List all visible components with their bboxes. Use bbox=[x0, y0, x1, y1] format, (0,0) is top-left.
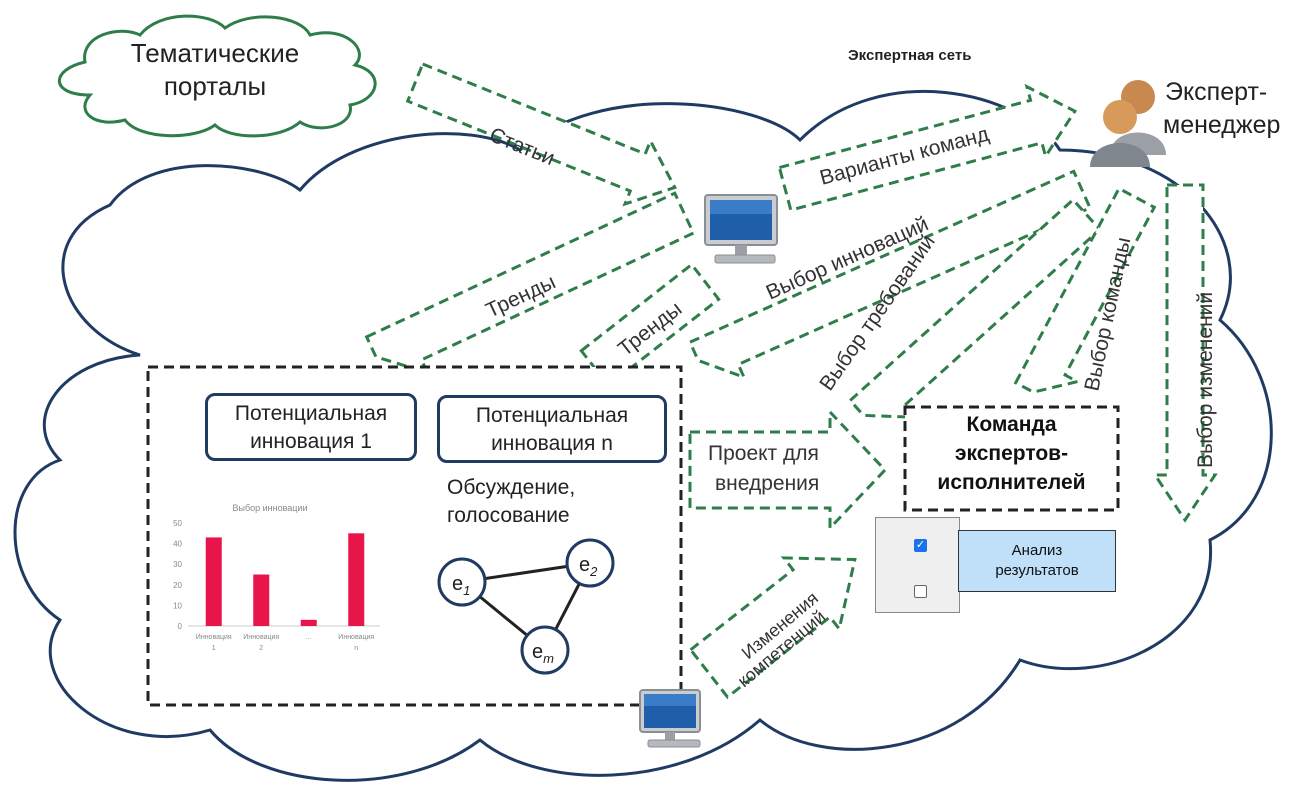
node-e2 bbox=[565, 538, 615, 588]
chart-bar-3 bbox=[348, 533, 365, 626]
arrow-changes-choice-label: Выбор изменений bbox=[1194, 292, 1217, 468]
team-label: Команда экспертов- исполнителей bbox=[905, 410, 1118, 497]
expert-manager-icon bbox=[1090, 80, 1166, 167]
team-line3: исполнителей bbox=[937, 471, 1086, 494]
expert-manager-label-line1: Эксперт- bbox=[1165, 78, 1267, 106]
innovation-n-line2: инновация n bbox=[491, 432, 613, 455]
team-line1: Команда bbox=[966, 413, 1057, 436]
discussion-line2: голосование bbox=[447, 504, 570, 527]
chart-ytick-1: 10 bbox=[173, 601, 182, 610]
computer-icon-top bbox=[704, 194, 778, 264]
discussion-text: Обсуждение, голосование bbox=[447, 474, 647, 530]
arrow-competence bbox=[688, 556, 857, 700]
arrow-trends-1 bbox=[364, 191, 696, 375]
arrow-changes-choice bbox=[1152, 183, 1218, 523]
arrow-project-label-line2: внедрения bbox=[715, 472, 819, 495]
portals-cloud bbox=[57, 14, 377, 138]
chart-title: Выбор инновации bbox=[232, 503, 307, 513]
chart-bar-0 bbox=[205, 537, 222, 626]
chart-ytick-2: 20 bbox=[173, 581, 182, 590]
node-e1 bbox=[437, 557, 487, 607]
computer-icon-bottom bbox=[639, 689, 701, 748]
portals-label-line2: порталы bbox=[164, 71, 266, 101]
arrow-articles bbox=[405, 62, 677, 207]
innovation-1-box: Потенциальная инновация 1 bbox=[205, 393, 417, 461]
node-e1-label: e1 bbox=[452, 573, 470, 598]
analysis-line1: Анализ bbox=[1011, 542, 1063, 559]
arrow-team-variants bbox=[777, 83, 1078, 212]
checkbox-unchecked[interactable] bbox=[914, 585, 927, 598]
innovation-n-box: Потенциальная инновация n bbox=[437, 395, 667, 463]
chart-bar-1 bbox=[253, 574, 270, 626]
chart-ytick-5: 50 bbox=[173, 519, 182, 528]
chart-ytick-3: 30 bbox=[173, 560, 182, 569]
chart-xtick-2: ... bbox=[306, 634, 312, 641]
expert-manager-label-line2: менеджер bbox=[1163, 111, 1280, 139]
arrow-innovation-choice bbox=[688, 169, 1092, 380]
innovation-1-line1: Потенциальная bbox=[234, 402, 388, 425]
voting-graph: e1 e2 em bbox=[437, 538, 615, 675]
chart-ytick-4: 40 bbox=[173, 540, 182, 549]
node-em-label: em bbox=[532, 641, 554, 666]
team-line2: экспертов- bbox=[954, 442, 1069, 465]
checkbox-checked[interactable]: ✓ bbox=[914, 539, 927, 552]
checkbox-panel: ✓ bbox=[875, 517, 960, 613]
chart-bar-2 bbox=[300, 619, 317, 626]
portals-label-line1: Тематические bbox=[131, 38, 299, 68]
node-em bbox=[520, 625, 570, 675]
team-box bbox=[903, 405, 1120, 512]
innovation-1-line2: инновация 1 bbox=[250, 430, 372, 453]
arrow-requirements-choice bbox=[848, 197, 1102, 419]
analysis-button[interactable]: Анализ результатов bbox=[958, 530, 1116, 592]
arrow-team-choice bbox=[1013, 186, 1157, 394]
node-e2-label: e2 bbox=[579, 554, 598, 579]
arrow-project-label-line1: Проект для bbox=[708, 442, 819, 465]
chart-ytick-0: 0 bbox=[178, 622, 183, 631]
arrow-project bbox=[688, 408, 888, 532]
innovation-n-line1: Потенциальная bbox=[475, 404, 629, 427]
discussion-line1: Обсуждение, bbox=[447, 476, 576, 499]
analysis-line2: результатов bbox=[995, 562, 1079, 579]
page-title: Экспертная сеть bbox=[848, 47, 971, 64]
